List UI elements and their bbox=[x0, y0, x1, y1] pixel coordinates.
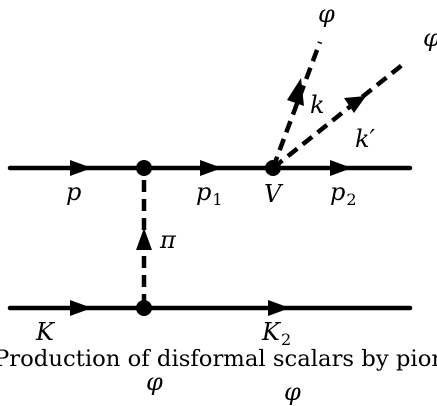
label-p: p bbox=[66, 178, 81, 206]
label-p1-base: p bbox=[196, 178, 211, 206]
label-phi-bottom-right: φ bbox=[284, 378, 301, 406]
vertex-upper bbox=[136, 160, 152, 176]
label-K2-sub: 2 bbox=[281, 330, 291, 349]
label-K: K bbox=[35, 318, 56, 346]
arrow-pi bbox=[136, 228, 152, 250]
scalar-line-k bbox=[270, 41, 323, 169]
arrow-k bbox=[287, 78, 304, 106]
vertex-lower bbox=[136, 300, 152, 316]
label-phi-bottom-left: φ bbox=[146, 368, 163, 396]
arrow-K bbox=[70, 300, 92, 316]
label-k: k bbox=[310, 91, 325, 119]
label-phi-top: φ bbox=[318, 0, 335, 28]
arrow-p1 bbox=[200, 160, 222, 176]
label-V: V bbox=[264, 180, 284, 208]
label-K2: K2 bbox=[261, 318, 291, 349]
scalar-line-k-prime bbox=[271, 60, 408, 170]
label-p2-sub: 2 bbox=[346, 190, 356, 209]
arrow-k-prime bbox=[344, 96, 366, 113]
label-p2-base: p bbox=[330, 178, 345, 206]
caption: Production of disformal scalars by pion bbox=[0, 347, 437, 372]
arrow-p2 bbox=[330, 160, 352, 176]
label-K2-base: K bbox=[261, 318, 282, 346]
arrow-p bbox=[70, 160, 92, 176]
label-k-prime: k′ bbox=[355, 125, 376, 153]
label-p1-sub: 1 bbox=[212, 190, 222, 209]
label-p1: p1 bbox=[196, 178, 223, 209]
arrow-K2 bbox=[268, 300, 290, 316]
label-p2: p2 bbox=[330, 178, 357, 209]
label-pi: π bbox=[159, 226, 177, 254]
vertex-V bbox=[265, 160, 281, 176]
label-phi-right: φ bbox=[423, 24, 437, 52]
